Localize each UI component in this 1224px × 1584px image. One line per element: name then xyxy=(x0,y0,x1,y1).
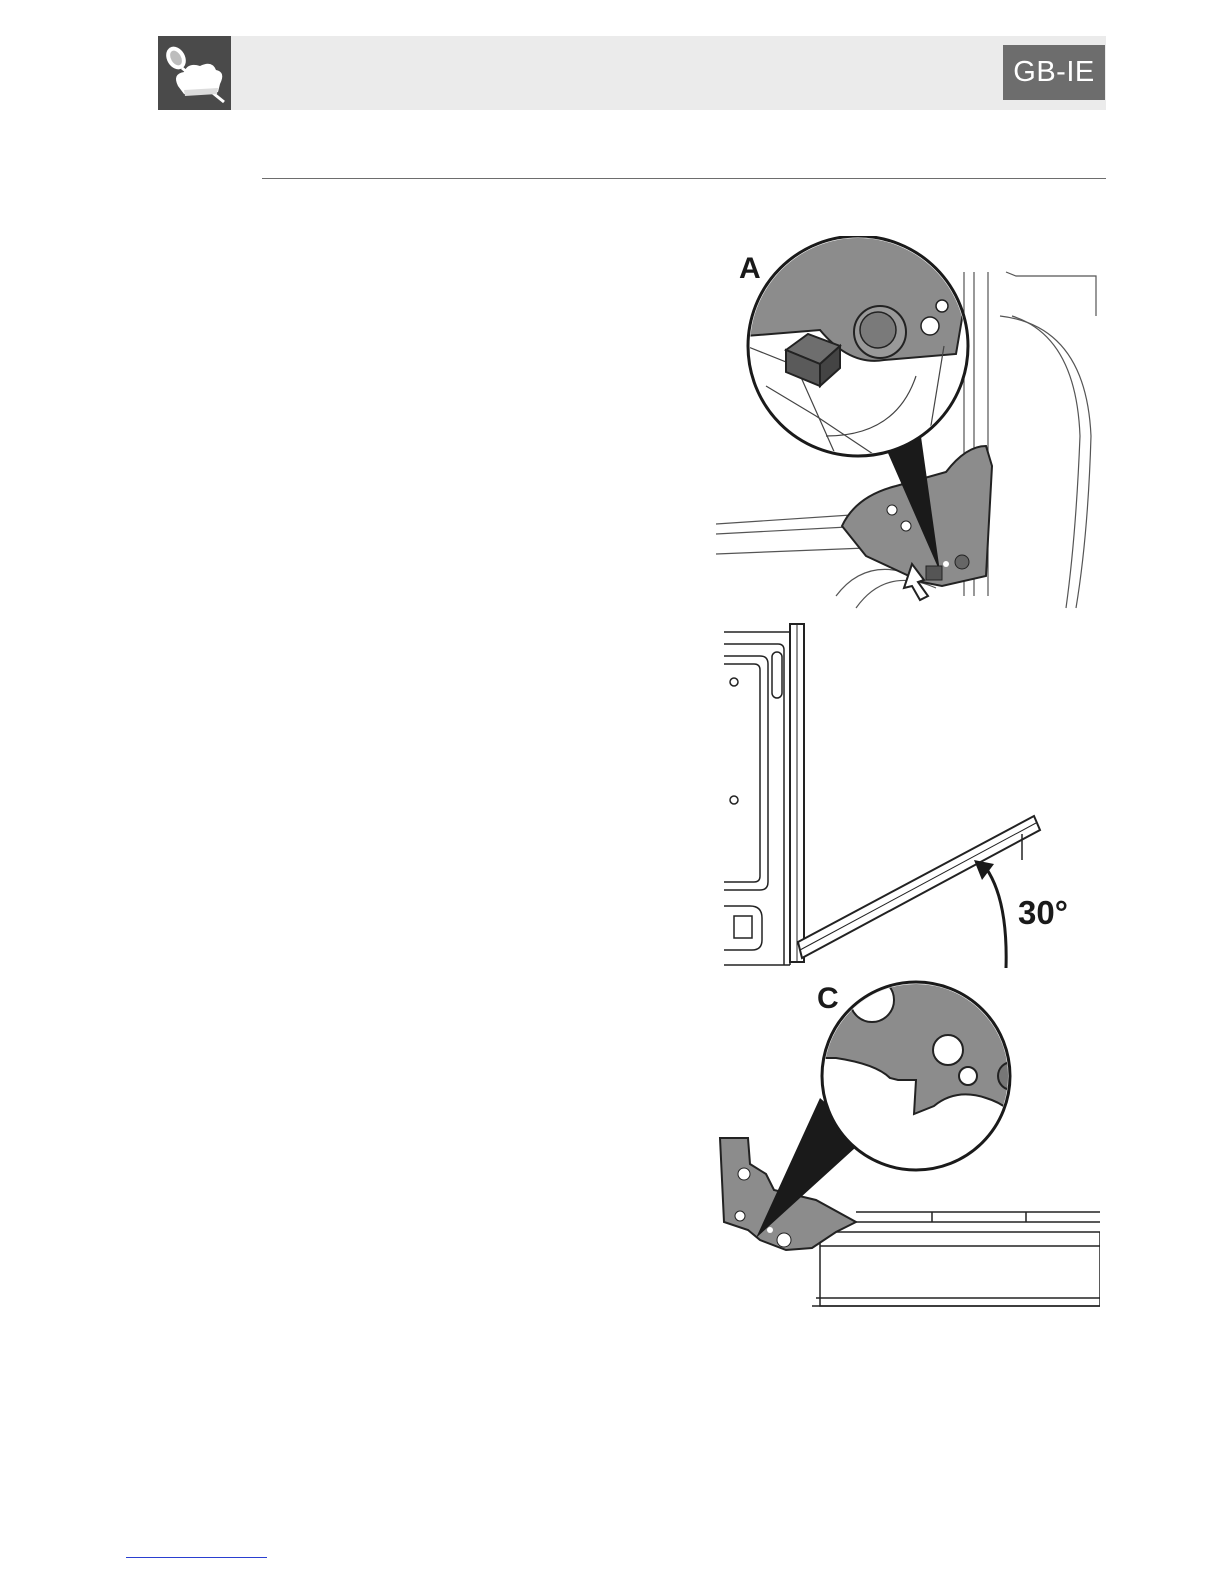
footer-link-underline[interactable] xyxy=(126,1557,267,1558)
chef-hat-spoon-icon xyxy=(158,36,231,110)
figure-a-label: A xyxy=(739,252,761,286)
figure-c-label: C xyxy=(817,982,839,1016)
figure-a-hinge-detail xyxy=(716,236,1100,614)
section-divider xyxy=(262,178,1106,179)
header-bar xyxy=(158,36,1106,110)
language-badge: GB-IE xyxy=(1003,45,1105,100)
figure-c-hinge-notch xyxy=(716,978,1100,1312)
door-angle-label: 30° xyxy=(1018,894,1068,932)
